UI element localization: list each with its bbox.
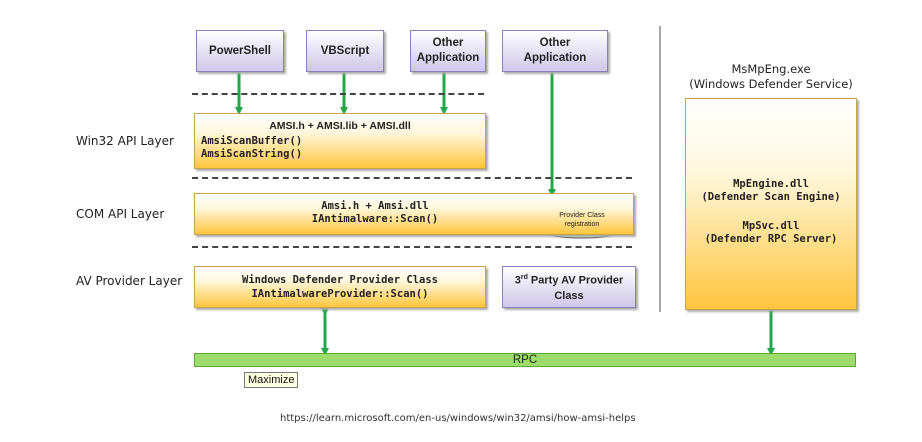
powershell-label: PowerShell [209, 44, 271, 57]
other-application-box-1: Other Application [410, 30, 486, 72]
third-party-line1: 3rd Party AV Provider [515, 270, 624, 289]
maximize-tooltip: Maximize [244, 372, 299, 388]
av-layer-label: AV Provider Layer [76, 274, 183, 288]
amsiscanstring: AmsiScanString() [201, 148, 303, 160]
registration-line1: Provider Class [559, 212, 605, 219]
other-app-1-line2: Application [416, 52, 480, 64]
com-api-box: Amsi.h + Amsi.dll IAntimalware::Scan() [194, 193, 634, 235]
third-party-text: Party AV Provider [527, 274, 624, 287]
win32-title: AMSI.h + AMSI.lib + AMSI.dll [269, 120, 411, 132]
provider-scan-line: IAntimalwareProvider::Scan() [251, 288, 429, 300]
com-line2: IAntimalware::Scan() [311, 213, 439, 225]
mpsvc-dll: MpSvc.dll [742, 220, 800, 232]
vbscript-box: VBScript [306, 30, 384, 72]
msmpeng-title: MsMpEng.exe [731, 62, 811, 76]
other-application-box-2: Other Application [502, 30, 608, 72]
third-party-line2: Class [554, 289, 584, 302]
provider-class-line: Windows Defender Provider Class [242, 274, 438, 286]
win32-api-box: AMSI.h + AMSI.lib + AMSI.dll AmsiScanBuf… [194, 113, 486, 169]
com-line1: Amsi.h + Amsi.dll [321, 200, 429, 212]
separator-win32-com [192, 177, 632, 179]
mpengine-desc: (Defender Scan Engine) [701, 191, 841, 203]
windows-defender-provider-box: Windows Defender Provider Class IAntimal… [194, 266, 486, 308]
amsiscanbuffer: AmsiScanBuffer() [201, 135, 303, 147]
separator-top [192, 93, 484, 95]
vbscript-label: VBScript [320, 44, 370, 57]
rpc-bar: RPC [194, 353, 856, 367]
other-app-2-line2: Application [523, 52, 587, 64]
com-layer-label: COM API Layer [76, 207, 165, 221]
defender-service-box: MpEngine.dll (Defender Scan Engine) MpSv… [685, 98, 857, 310]
other-app-1-line1: Other [432, 37, 464, 49]
powershell-box: PowerShell [196, 30, 284, 72]
mpsvc-desc: (Defender RPC Server) [704, 233, 838, 245]
registration-label: Provider Class registration [545, 211, 619, 229]
other-app-2-line1: Other [539, 37, 571, 49]
third-party-av-provider-box: 3rd Party AV Provider Class [502, 266, 636, 308]
registration-line2: registration [564, 221, 600, 228]
separator-com-av [192, 246, 632, 248]
win32-layer-label: Win32 API Layer [76, 134, 174, 148]
third-party-prefix: 3 [514, 274, 521, 287]
third-party-sup: rd [520, 274, 528, 282]
mpengine-dll: MpEngine.dll [733, 178, 809, 190]
source-url-caption[interactable]: https://learn.microsoft.com/en-us/window… [280, 413, 636, 424]
defender-service-title: (Windows Defender Service) [689, 77, 853, 91]
